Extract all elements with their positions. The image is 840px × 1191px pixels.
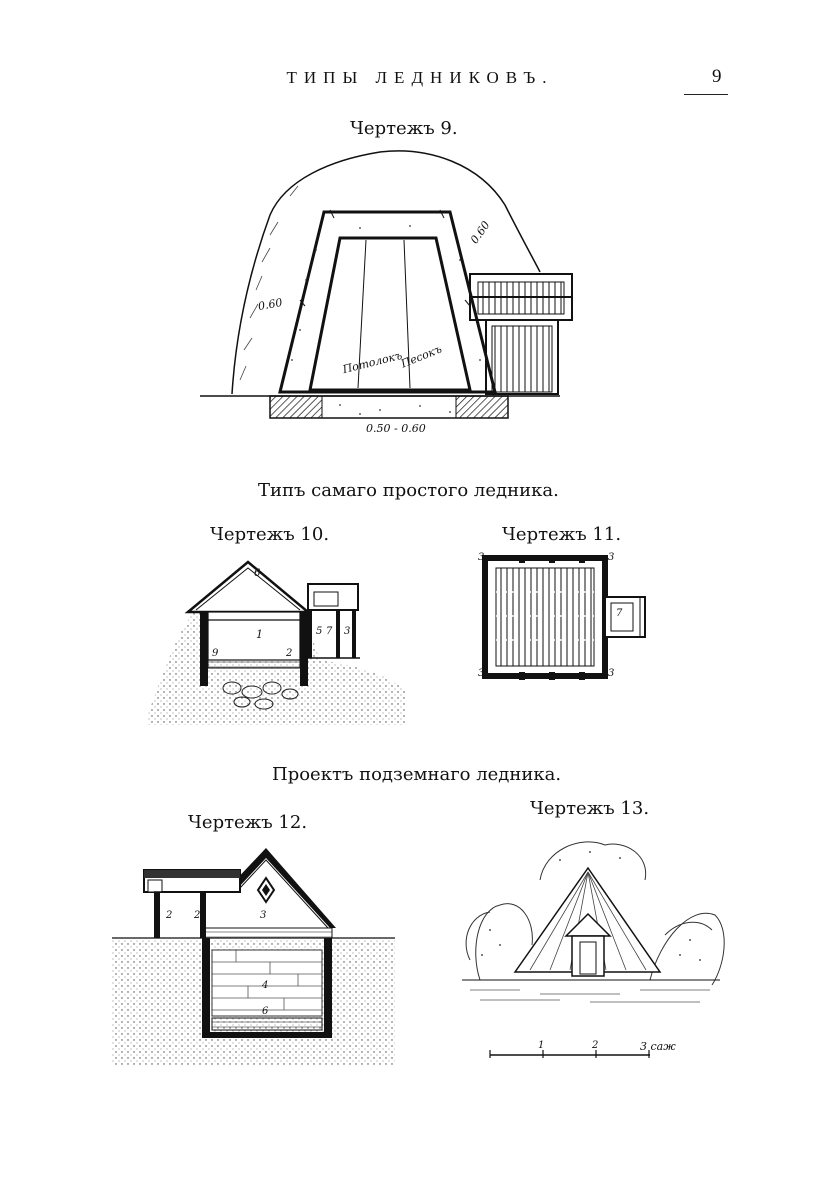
figure-10-label-2: 2: [286, 648, 293, 659]
figure-11-label-br: 3: [608, 668, 615, 679]
figure-12-caption: Чертежъ 12.: [188, 812, 308, 833]
figure-11-label-tr: 3: [608, 552, 615, 563]
figure-9-label-left: 0.60: [257, 295, 284, 314]
scale-label-2: 2: [592, 1040, 599, 1051]
figure-12-label-2a: 2: [166, 910, 173, 921]
running-header: ТИПЫ ЛЕДНИКОВЪ.: [286, 68, 554, 87]
figure-11-label-tl: 3: [478, 552, 485, 563]
figure-10-label-3: 3: [344, 626, 351, 637]
figure-10-label-1: 1: [256, 628, 263, 641]
figure-10-label-6: 6: [254, 568, 261, 579]
page-number-rule: [684, 94, 728, 95]
figure-9-caption: Чертежъ 9.: [350, 118, 458, 139]
section-title-underground-icehouse: Проектъ подземнаго ледника.: [272, 764, 562, 785]
figure-12-label-2b: 2: [194, 910, 201, 921]
figure-9-label-sand: Песокъ: [399, 342, 444, 371]
figure-13-caption: Чертежъ 13.: [530, 798, 650, 819]
section-title-simple-icehouse: Типъ самаго простого ледника.: [258, 480, 559, 501]
figure-10-caption: Чертежъ 10.: [210, 524, 330, 545]
figure-11-label-bl: 3: [478, 668, 485, 679]
figure-11-caption: Чертежъ 11.: [502, 524, 622, 545]
figure-10-label-9: 9: [212, 648, 219, 659]
figure-12-label-6: 6: [262, 1006, 269, 1017]
figure-9-label-depth: 0.50 - 0.60: [366, 422, 426, 435]
figure-9-label-ceiling: Потолокъ: [341, 348, 404, 377]
figure-12-label-3: 3: [260, 910, 267, 921]
figure-11-label-7: 7: [616, 608, 623, 619]
figure-9-label-right: 0.60: [467, 218, 493, 247]
page-number: 9: [712, 66, 722, 87]
figure-12-label-4: 4: [262, 980, 269, 991]
scale-label-3: 3 саж: [640, 1040, 676, 1053]
figure-10-label-5: 5: [316, 626, 323, 637]
figure-10-label-7: 7: [326, 626, 333, 637]
scale-label-1: 1: [538, 1040, 545, 1051]
